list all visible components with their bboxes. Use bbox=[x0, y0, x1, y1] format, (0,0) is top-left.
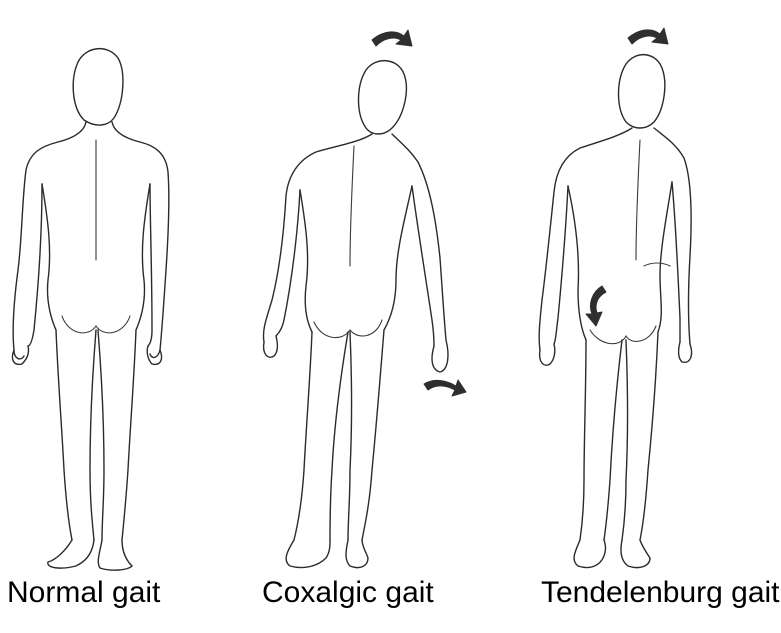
normal-right-hand bbox=[147, 346, 161, 364]
caption-coxalgic-gait: Coxalgic gait bbox=[262, 576, 434, 610]
tendelenburg-head bbox=[619, 55, 665, 128]
caption-normal-gait: Normal gait bbox=[7, 576, 160, 610]
tendelenburg-left-hand bbox=[540, 344, 555, 365]
coxalgic-head bbox=[359, 61, 407, 134]
coxalgic-right-foot bbox=[346, 540, 368, 568]
coxalgic-left-hand bbox=[264, 336, 278, 357]
coxalgic-left-foot bbox=[286, 540, 330, 568]
tendelenburg-left-foot bbox=[574, 540, 605, 568]
figure-normal-gait bbox=[12, 49, 168, 571]
hip-drop-arrow-tendelenburg bbox=[586, 286, 606, 326]
tendelenburg-right-foot bbox=[621, 540, 650, 568]
tendelenburg-right-hand bbox=[679, 342, 692, 362]
figure-coxalgic-gait bbox=[263, 30, 466, 568]
normal-left-foot bbox=[48, 540, 94, 568]
normal-body-right bbox=[112, 122, 169, 357]
figure-tendelenburg-gait bbox=[539, 28, 691, 568]
caption-tendelenburg-gait: Tendelenburg gait bbox=[541, 576, 780, 610]
head-rotation-arrow-tendelenburg bbox=[628, 28, 668, 44]
normal-head bbox=[73, 49, 123, 125]
arm-swing-arrow-coxalgic bbox=[424, 380, 466, 396]
normal-right-foot bbox=[98, 540, 132, 570]
head-rotation-arrow-coxalgic bbox=[372, 30, 412, 46]
